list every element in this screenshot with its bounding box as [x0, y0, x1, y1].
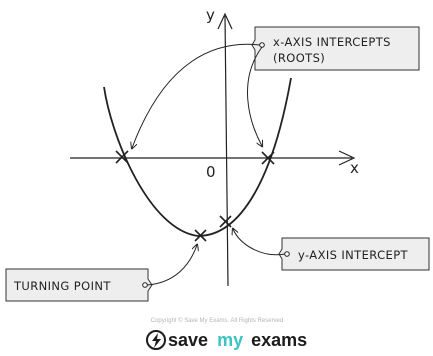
- brand-exams: exams: [251, 330, 307, 350]
- brand-text: save my exams: [168, 330, 307, 350]
- arrow-to-right-root: [247, 46, 262, 146]
- x-axis-arrowhead: [338, 150, 356, 166]
- root-left-marker: [115, 150, 129, 164]
- y-intercept-marker: [219, 215, 232, 228]
- bolt-icon: [146, 330, 166, 350]
- brand-save: save: [168, 330, 208, 350]
- y-axis-arrowhead: [217, 12, 233, 30]
- x-intercepts-callout-box: [251, 26, 420, 71]
- x-axis-label: x: [350, 159, 359, 177]
- turning-point-callout-box: [5, 268, 153, 302]
- save-my-exams-logo: save my exams: [146, 330, 307, 350]
- arrow-to-turning-point: [146, 245, 197, 286]
- parabola-curve: [103, 77, 292, 237]
- copyright-text: Copyright © Save My Exams. All Rights Re…: [151, 317, 283, 324]
- turning-point-callout-dot: [142, 282, 148, 288]
- y-intercept-callout-text: y-AXIS INTERCEPT: [298, 248, 409, 262]
- y-intercept-callout-dot: [284, 251, 290, 257]
- y-axis: [224, 15, 229, 287]
- turning-point-marker: [194, 229, 207, 242]
- x-intercepts-callout-line2: (ROOTS): [273, 51, 325, 65]
- y-intercept-callout-box: [278, 237, 430, 271]
- x-intercepts-callout-dot: [259, 42, 265, 48]
- arrow-to-y-intercept: [233, 229, 286, 256]
- arrow-to-left-root: [132, 43, 261, 148]
- root-right-marker: [261, 151, 275, 165]
- turning-point-callout-text: TURNING POINT: [13, 279, 111, 293]
- brand-my: my: [217, 330, 243, 350]
- x-intercepts-callout-line1: x-AXIS INTERCEPTS: [273, 35, 391, 49]
- origin-label: 0: [206, 163, 216, 181]
- y-axis-label: y: [206, 6, 215, 24]
